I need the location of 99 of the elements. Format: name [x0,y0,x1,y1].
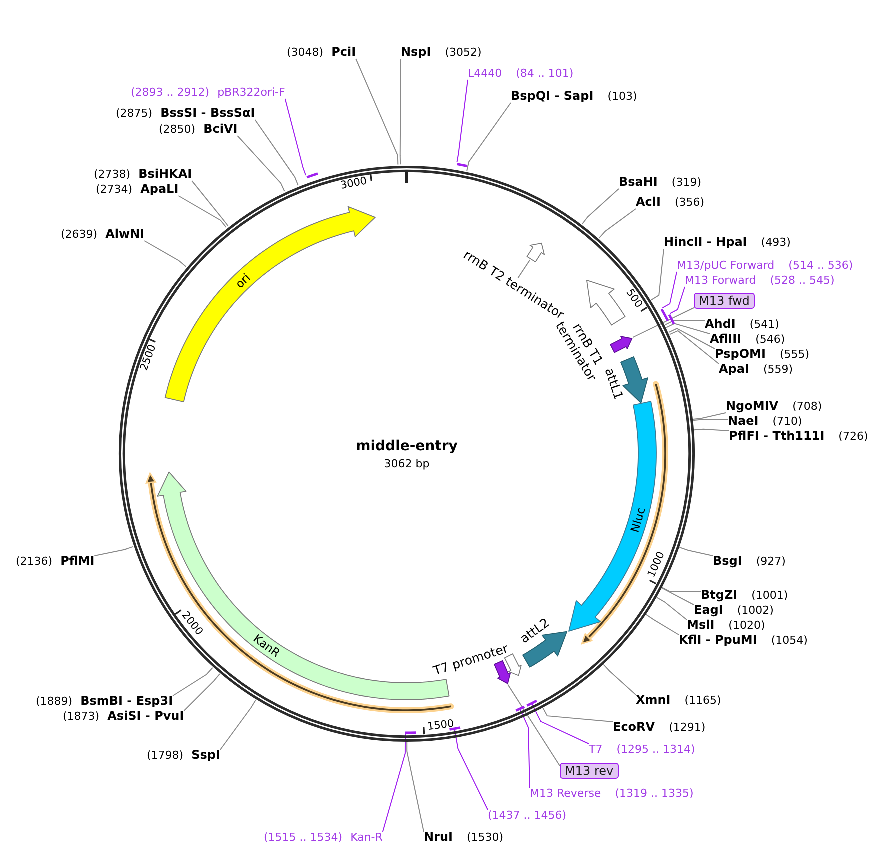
leader-line [646,614,680,636]
restriction-site-label: BsgI (927) [713,553,786,569]
leader-line [532,704,590,744]
feature-name: Nluc [628,506,648,534]
leader-line [466,102,512,172]
restriction-site-label: (1798) SspI [147,747,220,763]
restriction-site-label: AclI (356) [636,194,705,210]
primer-site-mark [515,705,525,712]
scale-label: 3000 [340,176,369,192]
leader-line [662,588,694,606]
leader-line [192,180,229,227]
leader-line [520,709,530,788]
leader-line [172,667,214,696]
leader-line [632,308,694,338]
restriction-site-label: HincII - HpaI (493) [664,234,791,250]
leader-line [693,419,728,422]
leader-line [508,684,560,766]
leader-line [679,547,714,556]
leader-line [668,328,716,350]
leader-line [656,597,688,620]
restriction-site-label: KflI - PpuMI (1054) [679,632,808,648]
restriction-site-label: (2875) BssSI - BssSαI [116,105,256,121]
restriction-site-label: NgoMIV (708) [726,398,822,414]
leader-line [406,742,424,832]
primer-label: L4440 (84 .. 101) [468,65,574,81]
restriction-site-label: (2738) BsiHKAI [94,166,192,182]
leader-line [382,734,406,832]
leader-line [456,80,468,163]
primer-label: M13 Reverse (1319 .. 1335) [530,785,694,801]
primer-tag: M13 rev [560,763,619,779]
primer-site-mark [404,731,416,734]
leader-line [666,323,710,334]
restriction-site-label: (2639) AlwNI [61,226,145,242]
leader-line [237,136,286,192]
primer-label: M13 Forward (528 .. 545) [685,272,835,288]
leader-line [356,58,399,166]
leader-line [598,208,636,239]
restriction-site-label: MslI (1020) [687,617,766,633]
leader-line [692,412,726,420]
leader-line [454,729,488,810]
primer-label: M13/pUC Forward (514 .. 536) [677,257,854,273]
leader-line [94,546,134,556]
primer-site-mark [660,308,669,322]
leader-line [284,98,307,176]
primer-label: (1437 .. 1456) [488,807,567,823]
leader-line [220,700,257,750]
primer-site-mark [526,699,537,706]
leader-line [603,664,636,696]
primer-tag: M13 fwd [694,293,755,309]
plasmid-name: middle-entry [356,438,458,456]
leader-line [400,58,402,166]
restriction-site-label: (1873) AsiSI - PvuI [63,708,184,724]
restriction-site-label: BsaHI (319) [619,174,702,190]
leader-line [184,674,220,712]
scale-label: 2500 [139,344,159,373]
restriction-site-label: AhdI (541) [705,316,780,332]
primer-label: T7 (1295 .. 1314) [589,741,696,757]
restriction-site-label: XmnI (1165) [636,692,722,708]
leader-line [178,196,227,228]
leader-line [664,320,706,326]
scale-label: 1500 [427,718,456,733]
restriction-site-label: (3048) PciI [287,44,356,60]
terminator-feature [526,242,544,262]
restriction-site-label: NruI (1530) [424,829,504,845]
restriction-site-label: (2850) BciVI [159,121,238,137]
restriction-site-label: BspQI - SapI (103) [511,88,638,104]
leader-line [542,708,614,722]
primer-site-mark [668,314,675,324]
restriction-site-label: (2734) ApaLI [96,181,179,197]
leader-line [662,272,678,309]
restriction-site-label: PflFI - Tth111I (726) [729,428,868,444]
restriction-site-label: PspOMI (555) [715,346,810,362]
restriction-site-label: EcoRV (1291) [613,719,706,735]
primer-feature [610,336,632,353]
restriction-site-label: NspI (3052) [401,44,482,60]
restriction-site-label: NaeI (710) [728,413,802,429]
leader-line [669,330,720,364]
restriction-site-label: EagI (1002) [694,602,774,618]
restriction-site-label: (2136) PflMI [16,553,95,569]
restriction-site-label: AflIII (546) [710,331,786,347]
feature-name: ori [232,270,253,292]
primer-site-mark [456,162,468,167]
primer-label: (1515 .. 1534) Kan-R [264,829,383,845]
sequence-length: 3062 bp [384,458,430,470]
leader-line [582,188,620,225]
restriction-site-label: (1889) BsmBI - Esp3I [36,693,174,709]
restriction-site-label: BtgZI (1001) [701,587,788,603]
leader-line [670,286,686,314]
leader-line [144,240,187,268]
leader-line [518,260,531,279]
feature-label: attL1 [602,366,626,402]
leader-line [254,120,299,186]
primer-site-mark [306,172,318,178]
leader-line [694,428,730,432]
restriction-site-label: ApaI (559) [719,361,794,377]
scale-label: 1000 [646,550,668,580]
primer-label: (2893 .. 2912) pBR322ori-F [131,84,286,100]
leader-line [650,248,664,301]
leader-line [662,587,702,592]
